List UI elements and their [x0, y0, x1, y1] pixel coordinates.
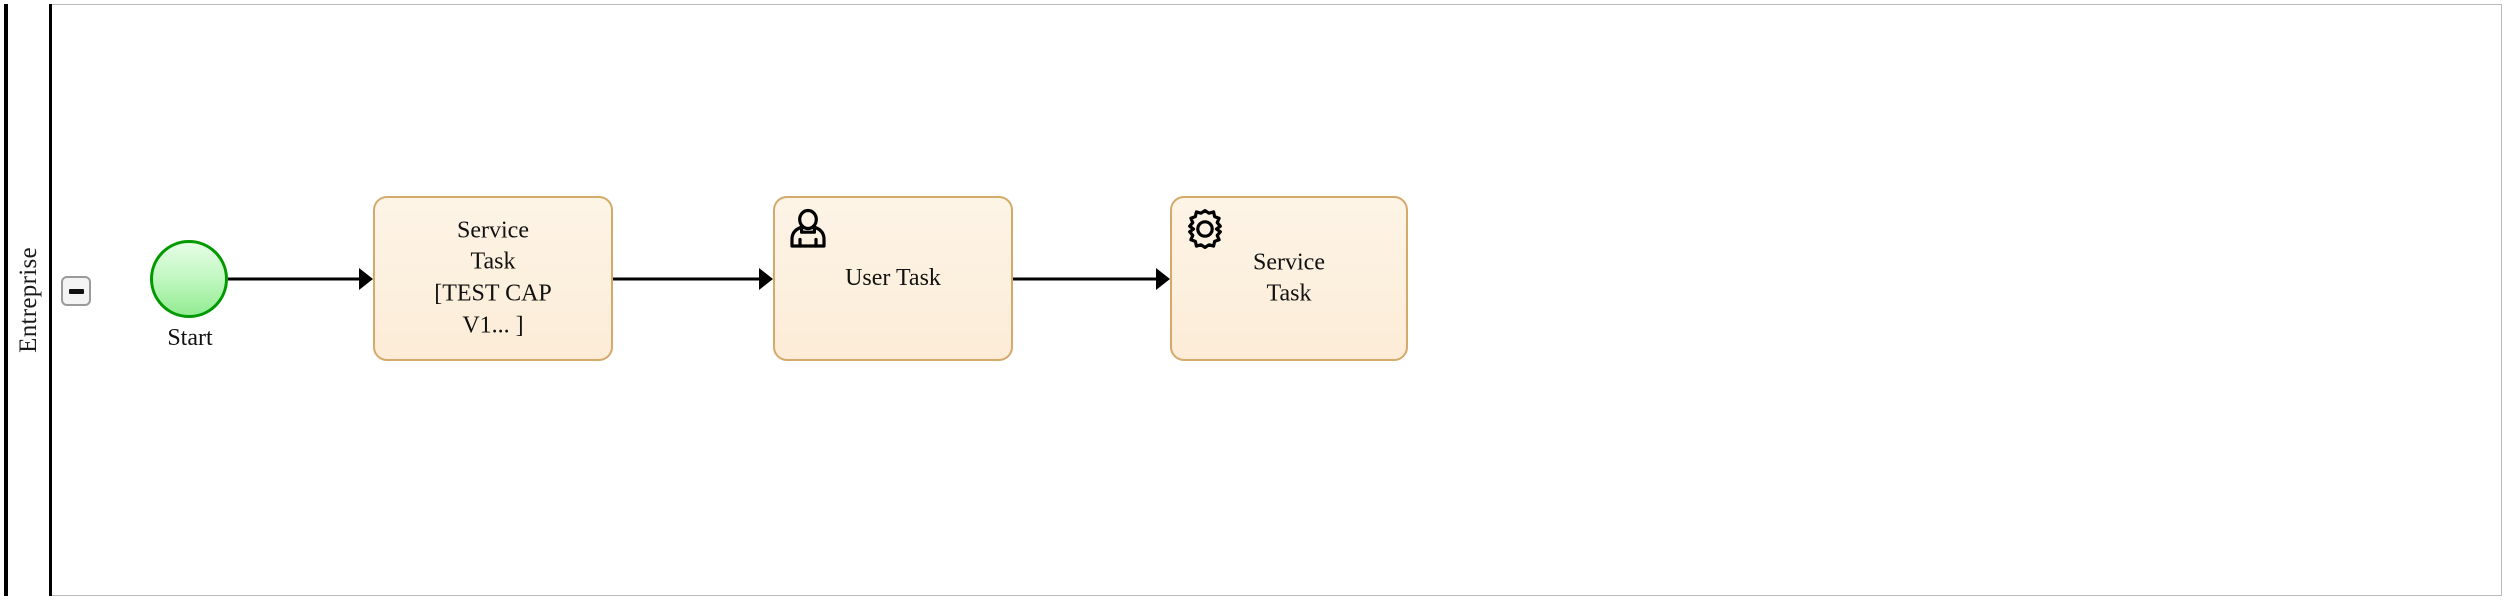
minus-icon [68, 288, 84, 294]
collapse-lane-button[interactable] [61, 276, 91, 306]
service-task-1-label: Service Task [TEST CAP V1... ] [434, 217, 552, 339]
start-event-label: Start [167, 325, 213, 351]
pool-left-edge [4, 4, 8, 596]
start-event[interactable] [150, 240, 228, 318]
user-task-1[interactable]: User Task [773, 196, 1013, 361]
service-task-2-label: Service Task [1253, 248, 1325, 307]
lane-label: Entreprise [14, 247, 42, 353]
gear-icon [1184, 208, 1226, 250]
service-task-1[interactable]: Service Task [TEST CAP V1... ] [373, 196, 613, 361]
user-task-1-label: User Task [845, 264, 941, 291]
user-icon [787, 208, 829, 250]
service-task-2[interactable]: Service Task [1170, 196, 1408, 361]
lane-header[interactable]: Entreprise [8, 4, 52, 596]
